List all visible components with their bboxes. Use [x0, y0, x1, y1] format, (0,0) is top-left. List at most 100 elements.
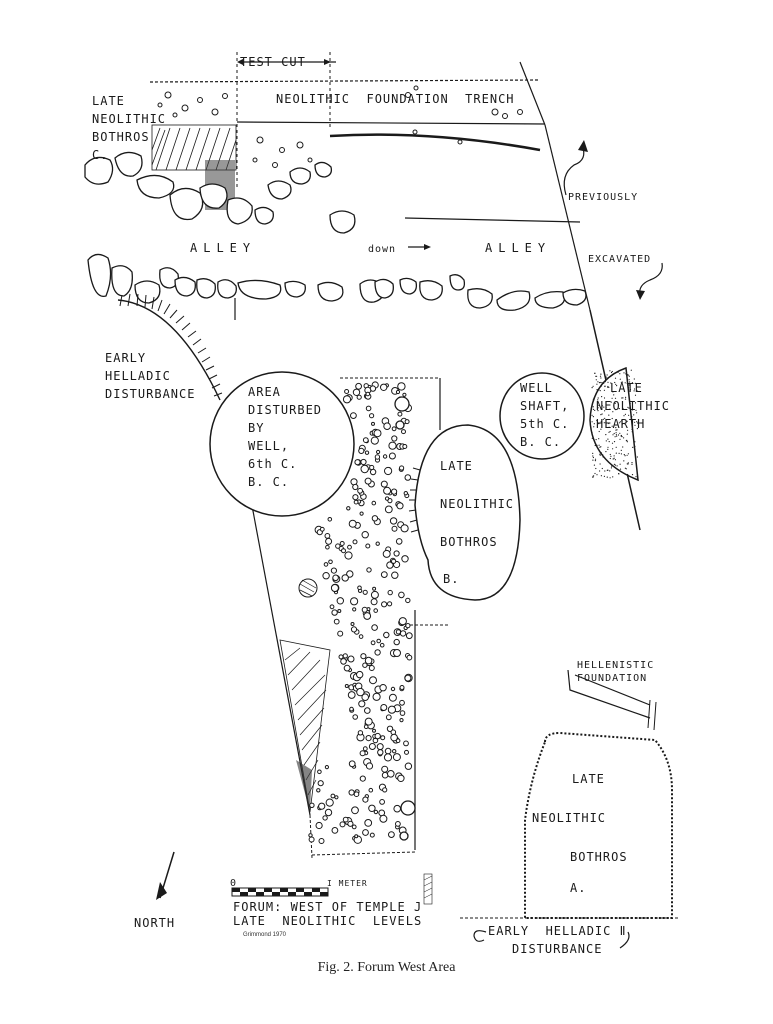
posthole	[395, 629, 401, 635]
posthole	[324, 765, 329, 770]
posthole	[350, 626, 358, 633]
hearth-stipple	[599, 390, 601, 392]
posthole	[331, 827, 339, 834]
hearth-stipple	[600, 452, 603, 454]
hearth-stipple	[636, 421, 638, 423]
scale-check	[288, 892, 296, 896]
scale-check	[312, 888, 320, 892]
posthole	[356, 394, 362, 400]
area-disturbed-label-3: BY	[248, 421, 264, 435]
hearth-stipple	[611, 425, 613, 427]
posthole	[368, 787, 374, 793]
hearth-stipple	[619, 432, 621, 434]
hearth-stipple	[608, 441, 610, 443]
posthole	[390, 686, 396, 692]
hearth-stipple	[611, 442, 614, 444]
posthole	[347, 691, 356, 699]
posthole	[385, 714, 392, 721]
posthole	[315, 821, 323, 830]
posthole	[402, 444, 408, 449]
posthole	[398, 591, 405, 599]
down-arrow	[408, 244, 431, 250]
posthole	[373, 608, 379, 613]
hearth-stipple	[634, 448, 636, 451]
posthole	[400, 524, 409, 533]
bothros-a-label-2: NEOLITHIC	[532, 811, 606, 825]
posthole	[401, 429, 406, 435]
posthole	[368, 743, 376, 750]
bothros-c-label-2: NEOLITHIC	[92, 112, 166, 126]
posthole	[356, 670, 364, 679]
hearth-stipple	[600, 373, 602, 375]
hearth-stipple	[617, 371, 619, 373]
scale-one-label: I METER	[327, 879, 368, 888]
north-arrow	[156, 851, 175, 900]
hearth-stipple	[608, 431, 610, 433]
posthole	[323, 562, 329, 567]
posthole	[350, 622, 355, 626]
hearth-stipple	[626, 454, 628, 456]
hearth-stipple	[625, 468, 627, 470]
posthole	[365, 405, 372, 412]
posthole	[387, 601, 393, 607]
hearth-stipple	[592, 459, 594, 461]
early-helladic-hatched-arc	[117, 293, 223, 401]
posthole	[342, 653, 348, 659]
posthole	[352, 494, 359, 501]
large-posthole	[399, 831, 409, 841]
hearth-stipple	[616, 429, 618, 431]
posthole	[351, 824, 357, 830]
posthole	[406, 654, 413, 661]
hearth-stipple	[614, 381, 616, 384]
bothros-b-label-2: NEOLITHIC	[440, 497, 514, 511]
hearth-stipple	[632, 446, 634, 448]
posthole	[352, 539, 358, 545]
bothros-a-label-1: LATE	[572, 772, 605, 786]
hearth-stipple	[634, 421, 636, 423]
hearth-stipple	[613, 441, 616, 443]
hearth-stipple	[610, 371, 613, 374]
hellenistic-label-2: FOUNDATION	[577, 673, 647, 684]
hearth-stipple	[608, 414, 610, 416]
posthole	[364, 819, 373, 827]
hearth-stipple	[636, 412, 638, 414]
posthole	[342, 816, 349, 823]
hearth-stipple	[608, 426, 610, 428]
posthole	[404, 419, 410, 425]
posthole	[330, 567, 337, 574]
posthole	[397, 382, 406, 391]
posthole	[335, 543, 341, 549]
posthole	[379, 684, 387, 692]
posthole	[347, 655, 355, 663]
scale-bar	[231, 887, 329, 897]
hearth-stipple	[610, 401, 612, 403]
hearth-stipple	[612, 434, 614, 436]
posthole	[399, 685, 405, 690]
posthole	[333, 618, 340, 625]
posthole	[325, 537, 333, 545]
bothros-c-label-4: C.	[92, 148, 108, 162]
posthole	[347, 820, 354, 827]
hearth-stipple	[611, 417, 613, 420]
hearth-stipple	[591, 421, 593, 423]
posthole	[324, 533, 331, 539]
hearth-stipple	[619, 463, 621, 465]
hearth-stipple	[615, 429, 617, 431]
hearth-stipple	[614, 402, 616, 404]
posthole	[369, 468, 377, 476]
hearth-stipple	[598, 382, 601, 384]
hearth-stipple	[611, 465, 613, 467]
posthole	[341, 574, 349, 582]
posthole	[360, 653, 367, 660]
hearth-stipple	[611, 397, 613, 399]
posthole	[364, 707, 371, 714]
posthole	[387, 770, 395, 778]
hearth-stipple	[597, 381, 599, 383]
hearth-stipple	[598, 389, 600, 391]
hearth-stipple	[615, 409, 617, 411]
posthole	[339, 821, 346, 828]
posthole	[330, 584, 339, 592]
posthole	[382, 454, 388, 459]
hearth-stipple	[595, 467, 597, 470]
